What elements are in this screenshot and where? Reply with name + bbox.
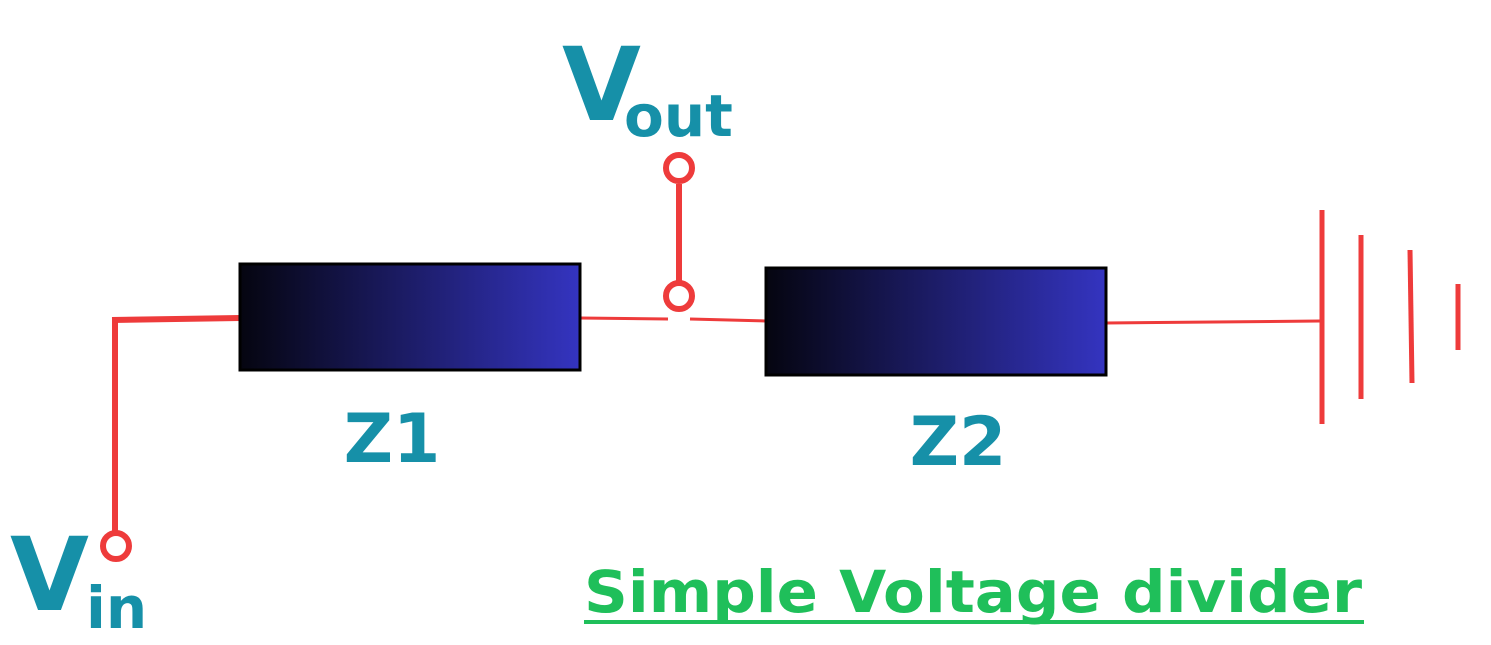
- impedance-z1: [238, 262, 582, 372]
- input-lead-horizontal: [111, 315, 241, 323]
- output-terminal-top: [663, 152, 695, 184]
- wire-z1-to-node: [579, 316, 669, 321]
- wire-node-to-z2: [689, 317, 767, 323]
- output-voltage-label: V out: [562, 26, 733, 150]
- z2-label: Z2: [910, 403, 1007, 482]
- wires: [111, 184, 1321, 535]
- input-voltage-label: V in: [10, 516, 147, 642]
- z1-label: Z1: [344, 400, 441, 479]
- ground-symbol: [1319, 210, 1461, 424]
- wire-z2-to-ground: [1105, 319, 1321, 325]
- vin-subscript: in: [86, 574, 147, 642]
- output-node-terminal: [663, 280, 695, 312]
- vout-main: V: [562, 26, 641, 145]
- ground-bar-3: [1407, 249, 1415, 384]
- vout-subscript: out: [624, 82, 733, 150]
- input-terminal: [100, 530, 132, 562]
- impedance-z2: [764, 266, 1108, 377]
- vin-main: V: [10, 516, 89, 635]
- diagram-caption: Simple Voltage divider: [584, 558, 1362, 626]
